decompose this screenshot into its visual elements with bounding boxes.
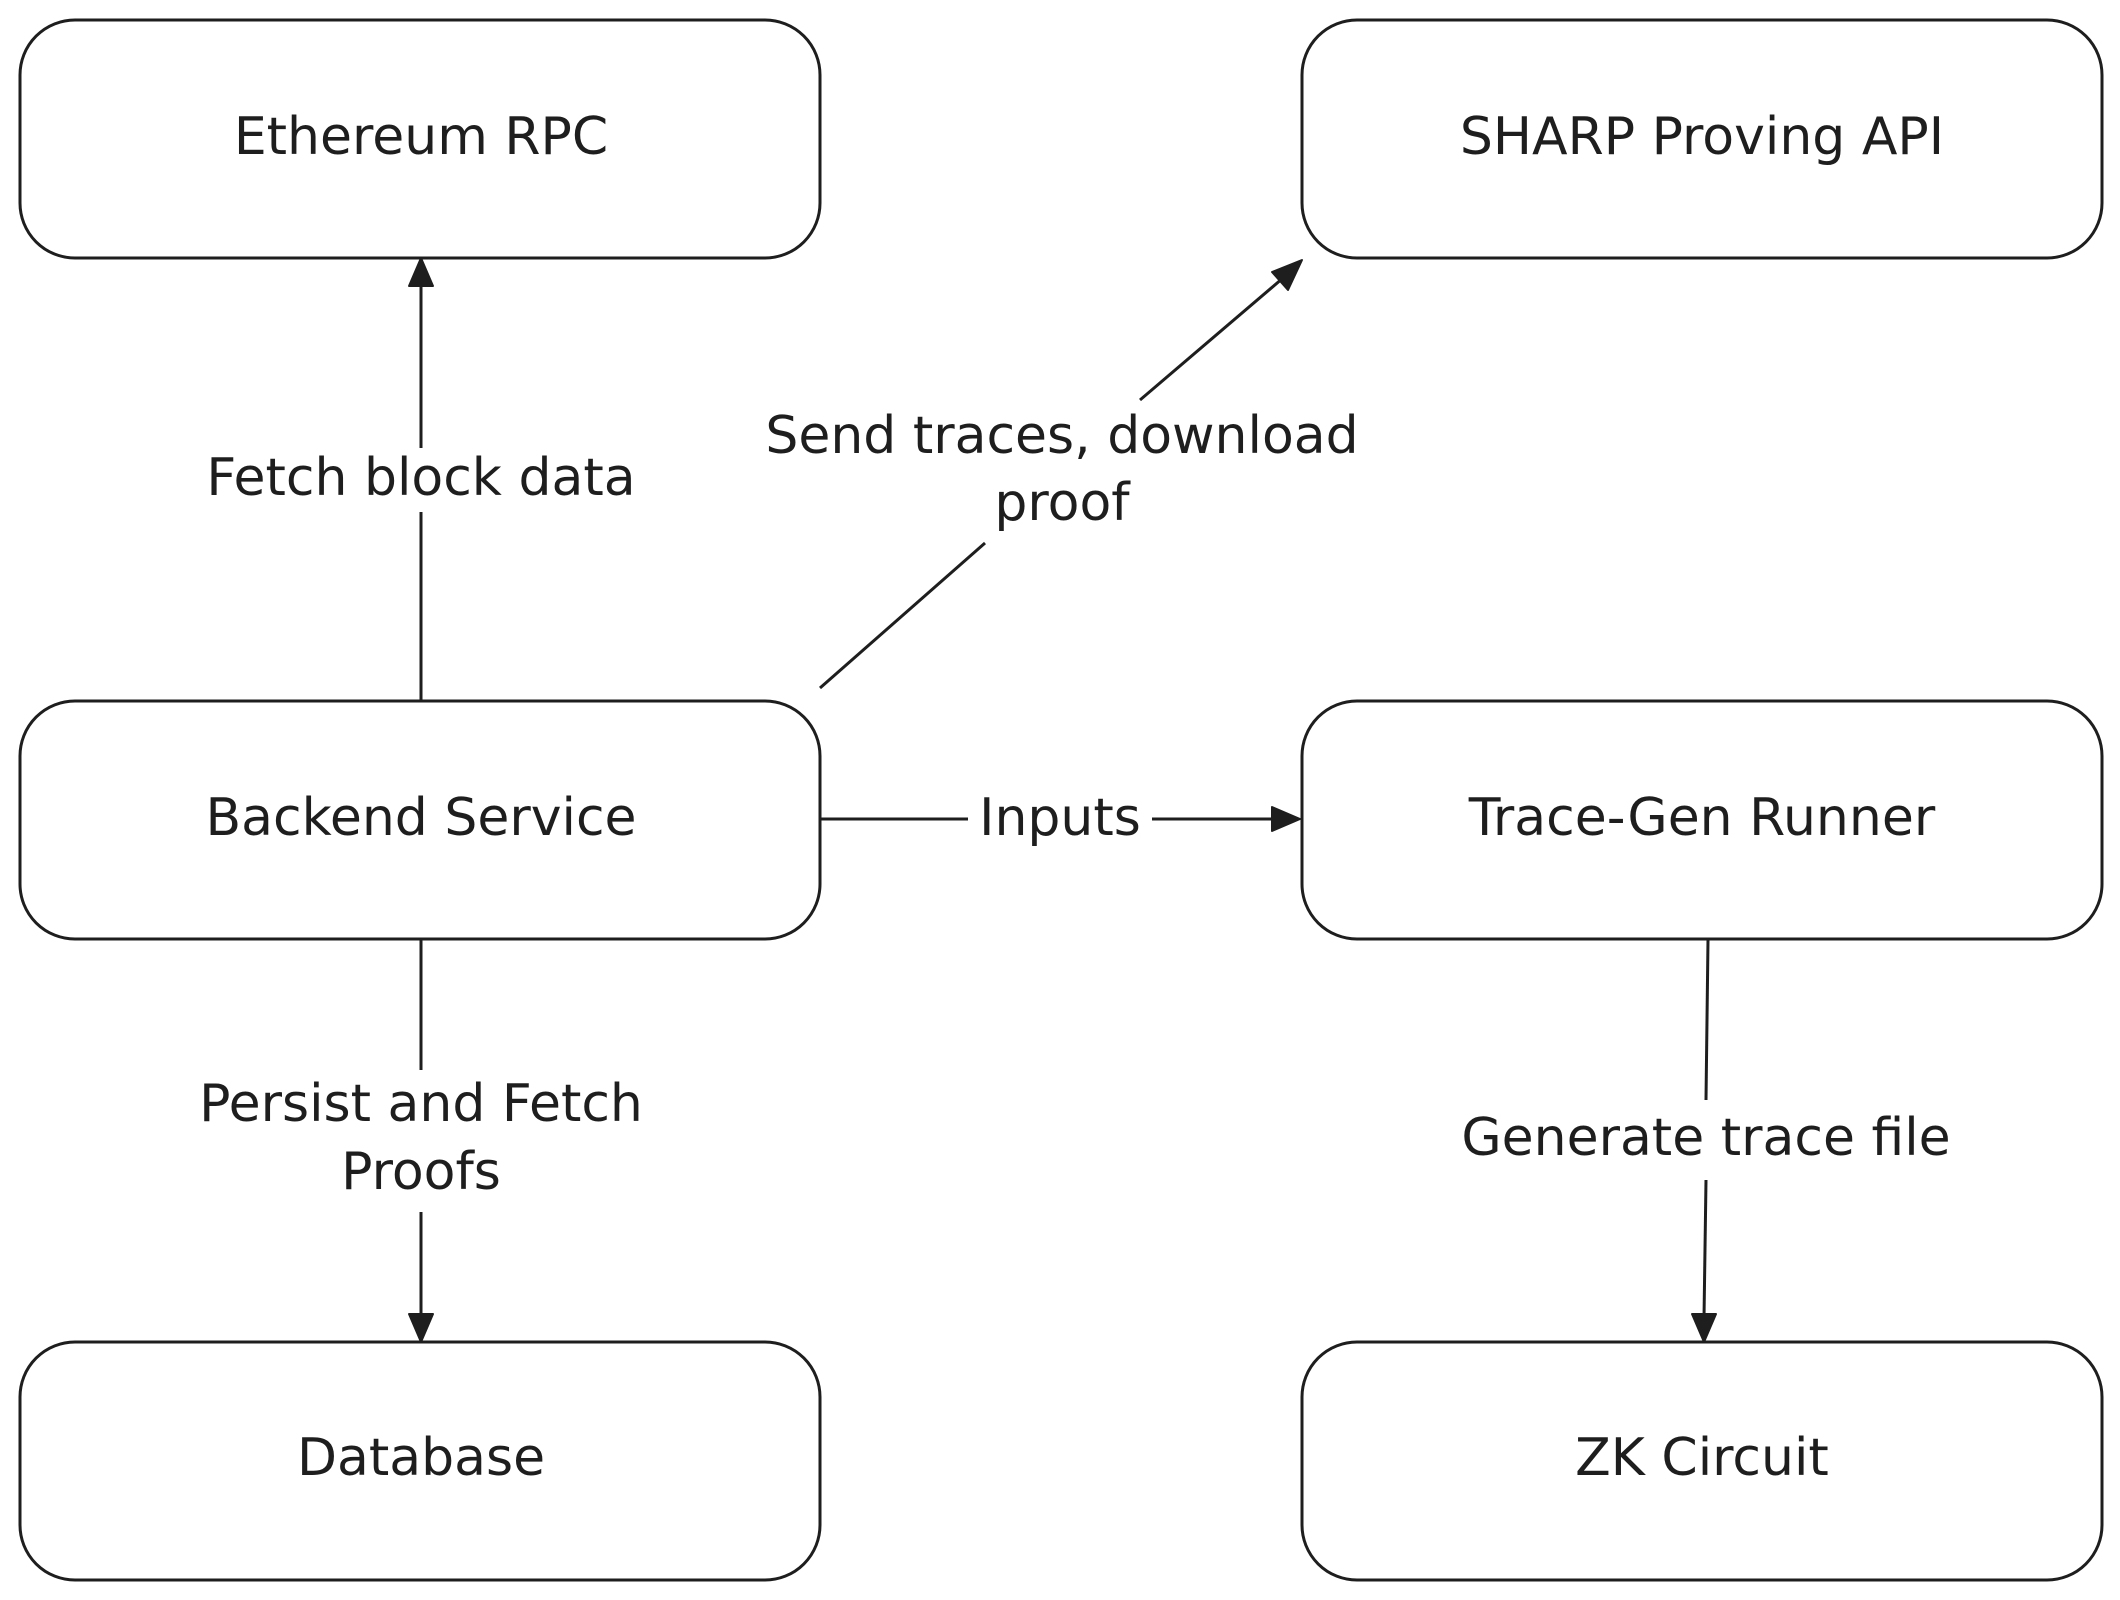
arrow-head-right bbox=[1271, 806, 1301, 832]
arrow-head-diagonal bbox=[1271, 259, 1303, 291]
edge-tracegen-to-zk bbox=[1691, 939, 1717, 1343]
node-label: SHARP Proving API bbox=[1460, 107, 1944, 167]
edge-label-inputs: Inputs bbox=[979, 788, 1141, 848]
node-ethereum-rpc[interactable]: Ethereum RPC bbox=[18, 18, 822, 260]
edge-label-persist-line2: Proofs bbox=[341, 1142, 501, 1202]
node-sharp-proving-api[interactable]: SHARP Proving API bbox=[1300, 18, 2104, 260]
node-backend-service[interactable]: Backend Service bbox=[18, 699, 822, 941]
node-label: Database bbox=[297, 1428, 545, 1488]
edge-label-fetch-block-data: Fetch block data bbox=[206, 448, 635, 508]
edge-backend-to-tracegen bbox=[820, 806, 1301, 832]
edge-backend-to-sharp bbox=[819, 259, 1303, 690]
edge-label-generate-trace-file: Generate trace file bbox=[1461, 1108, 1950, 1168]
node-zk-circuit[interactable]: ZK Circuit bbox=[1300, 1340, 2104, 1582]
node-label: Trace-Gen Runner bbox=[1468, 788, 1936, 848]
node-label: ZK Circuit bbox=[1575, 1428, 1829, 1488]
edge-backend-to-ethereum bbox=[408, 257, 434, 700]
node-label: Backend Service bbox=[205, 788, 636, 848]
node-label: Ethereum RPC bbox=[234, 107, 608, 167]
arrow-head-down bbox=[408, 1313, 434, 1343]
edge-label-send-traces-line1: Send traces, download bbox=[765, 406, 1358, 466]
edge-label-persist-line1: Persist and Fetch bbox=[199, 1074, 643, 1134]
node-database[interactable]: Database bbox=[18, 1340, 822, 1582]
node-trace-gen-runner[interactable]: Trace-Gen Runner bbox=[1300, 699, 2104, 941]
edge-label-send-traces-line2: proof bbox=[994, 473, 1131, 533]
arrow-head-up bbox=[408, 257, 434, 287]
edge-backend-to-database bbox=[408, 940, 434, 1343]
arrow-head-down bbox=[1691, 1313, 1717, 1343]
